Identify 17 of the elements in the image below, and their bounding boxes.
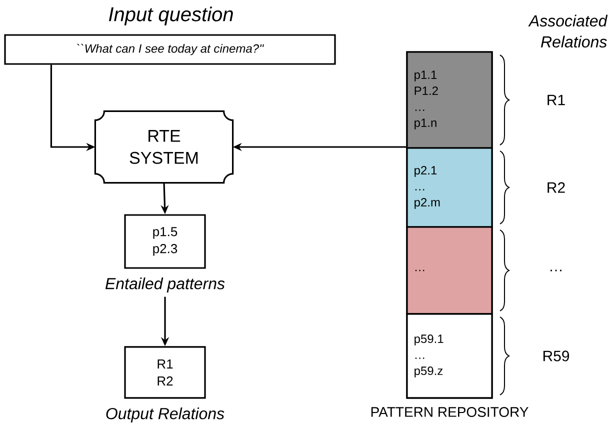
- relation-label: R1: [548, 94, 565, 106]
- pattern-cell: p59.1 … p59.z: [406, 313, 493, 399]
- pattern-box: p1.5 p2.3: [124, 214, 206, 269]
- node-label: Entailed patterns: [105, 278, 225, 292]
- node-label: Output Relations: [106, 408, 224, 422]
- relation-label: R2: [548, 182, 565, 193]
- pattern-cell: …: [406, 226, 493, 315]
- relation-box: R1 R2: [124, 346, 206, 399]
- question-box: ``What can I see today at cinema?'': [4, 34, 336, 65]
- heading: PATTERN REPOSITORY: [371, 407, 528, 417]
- heading: Associated Relations: [528, 14, 608, 48]
- heading: Input question: [108, 6, 233, 26]
- system-box: RTE SYSTEM: [94, 110, 234, 184]
- pattern-cell: p2.1 … p2.m: [406, 147, 493, 228]
- relation-label: R59: [543, 350, 570, 362]
- relation-label: …: [550, 270, 562, 272]
- pattern-cell: p1.1 P1.2 … p1.n: [406, 51, 493, 149]
